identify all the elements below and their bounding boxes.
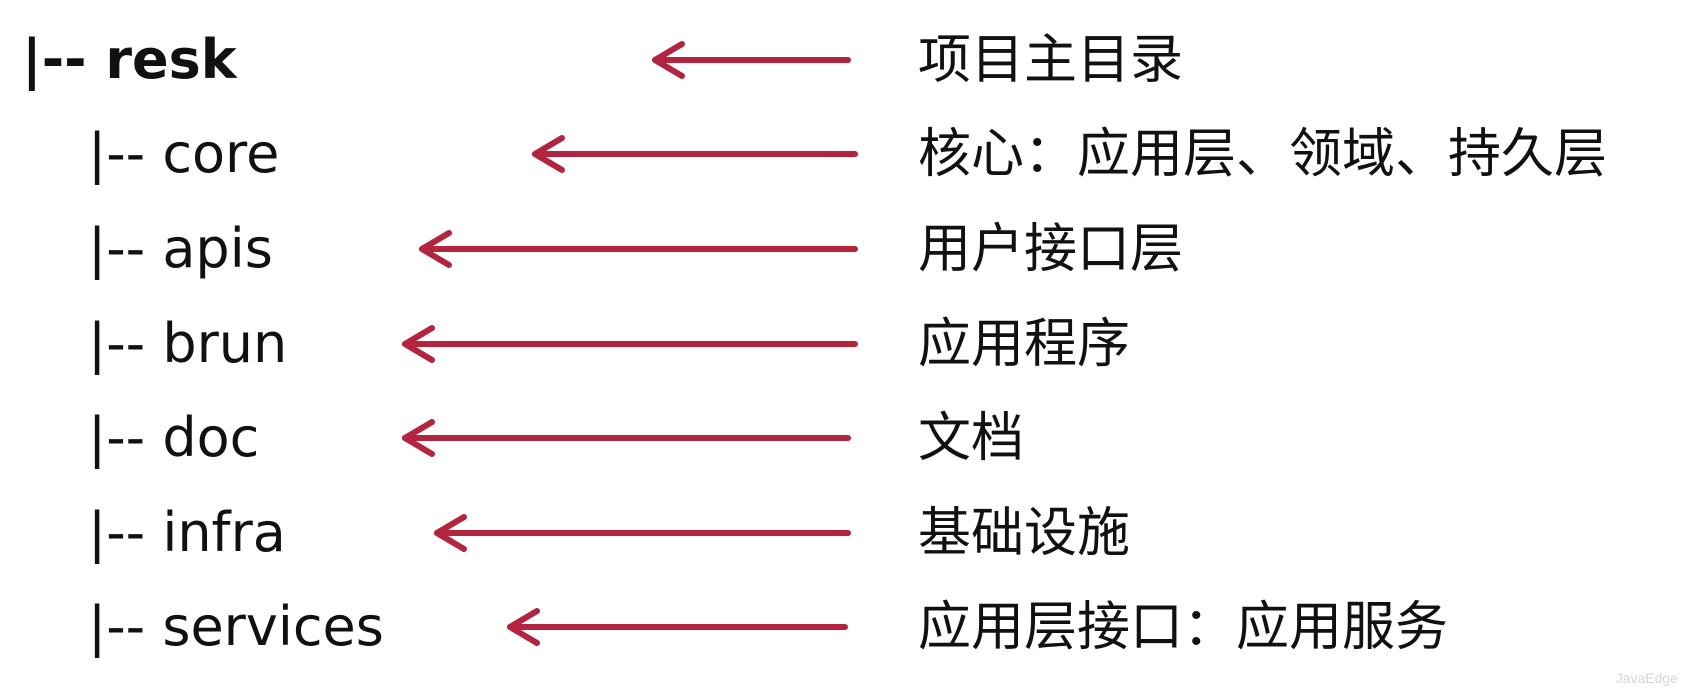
arrow-left-icon [419, 230, 858, 268]
desc-infra: 基础设施 [918, 502, 1130, 564]
tree-label-core: |-- core [88, 122, 280, 185]
desc-apis: 用户接口层 [918, 218, 1183, 280]
tree-row-infra: |-- infra 基础设施 [0, 493, 1686, 573]
tree-row-services: |-- services 应用层接口：应用服务 [0, 587, 1686, 667]
arrow-left-icon [652, 41, 851, 79]
tree-row-brun: |-- brun 应用程序 [0, 304, 1686, 384]
arrow-left-icon [402, 419, 851, 457]
tree-label-doc: |-- doc [88, 406, 260, 469]
arrow-left-icon [532, 135, 858, 173]
arrow-left-icon [402, 325, 858, 363]
tree-row-core: |-- core 核心：应用层、领域、持久层 [0, 114, 1686, 194]
tree-label-services: |-- services [88, 595, 384, 658]
arrow-left-icon [434, 514, 851, 552]
desc-services: 应用层接口：应用服务 [918, 596, 1448, 658]
desc-core: 核心：应用层、领域、持久层 [918, 123, 1607, 185]
arrow-left-icon [507, 608, 848, 646]
tree-label-infra: |-- infra [88, 501, 286, 564]
desc-resk: 项目主目录 [918, 29, 1183, 91]
tree-row-doc: |-- doc 文档 [0, 398, 1686, 478]
tree-label-apis: |-- apis [88, 217, 273, 280]
tree-label-brun: |-- brun [88, 312, 288, 375]
desc-brun: 应用程序 [918, 313, 1130, 375]
watermark-text: JavaEdge [1615, 670, 1678, 686]
tree-row-resk: |-- resk 项目主目录 [0, 20, 1686, 100]
tree-row-apis: |-- apis 用户接口层 [0, 209, 1686, 289]
desc-doc: 文档 [918, 407, 1024, 469]
tree-label-resk: |-- resk [22, 28, 237, 91]
